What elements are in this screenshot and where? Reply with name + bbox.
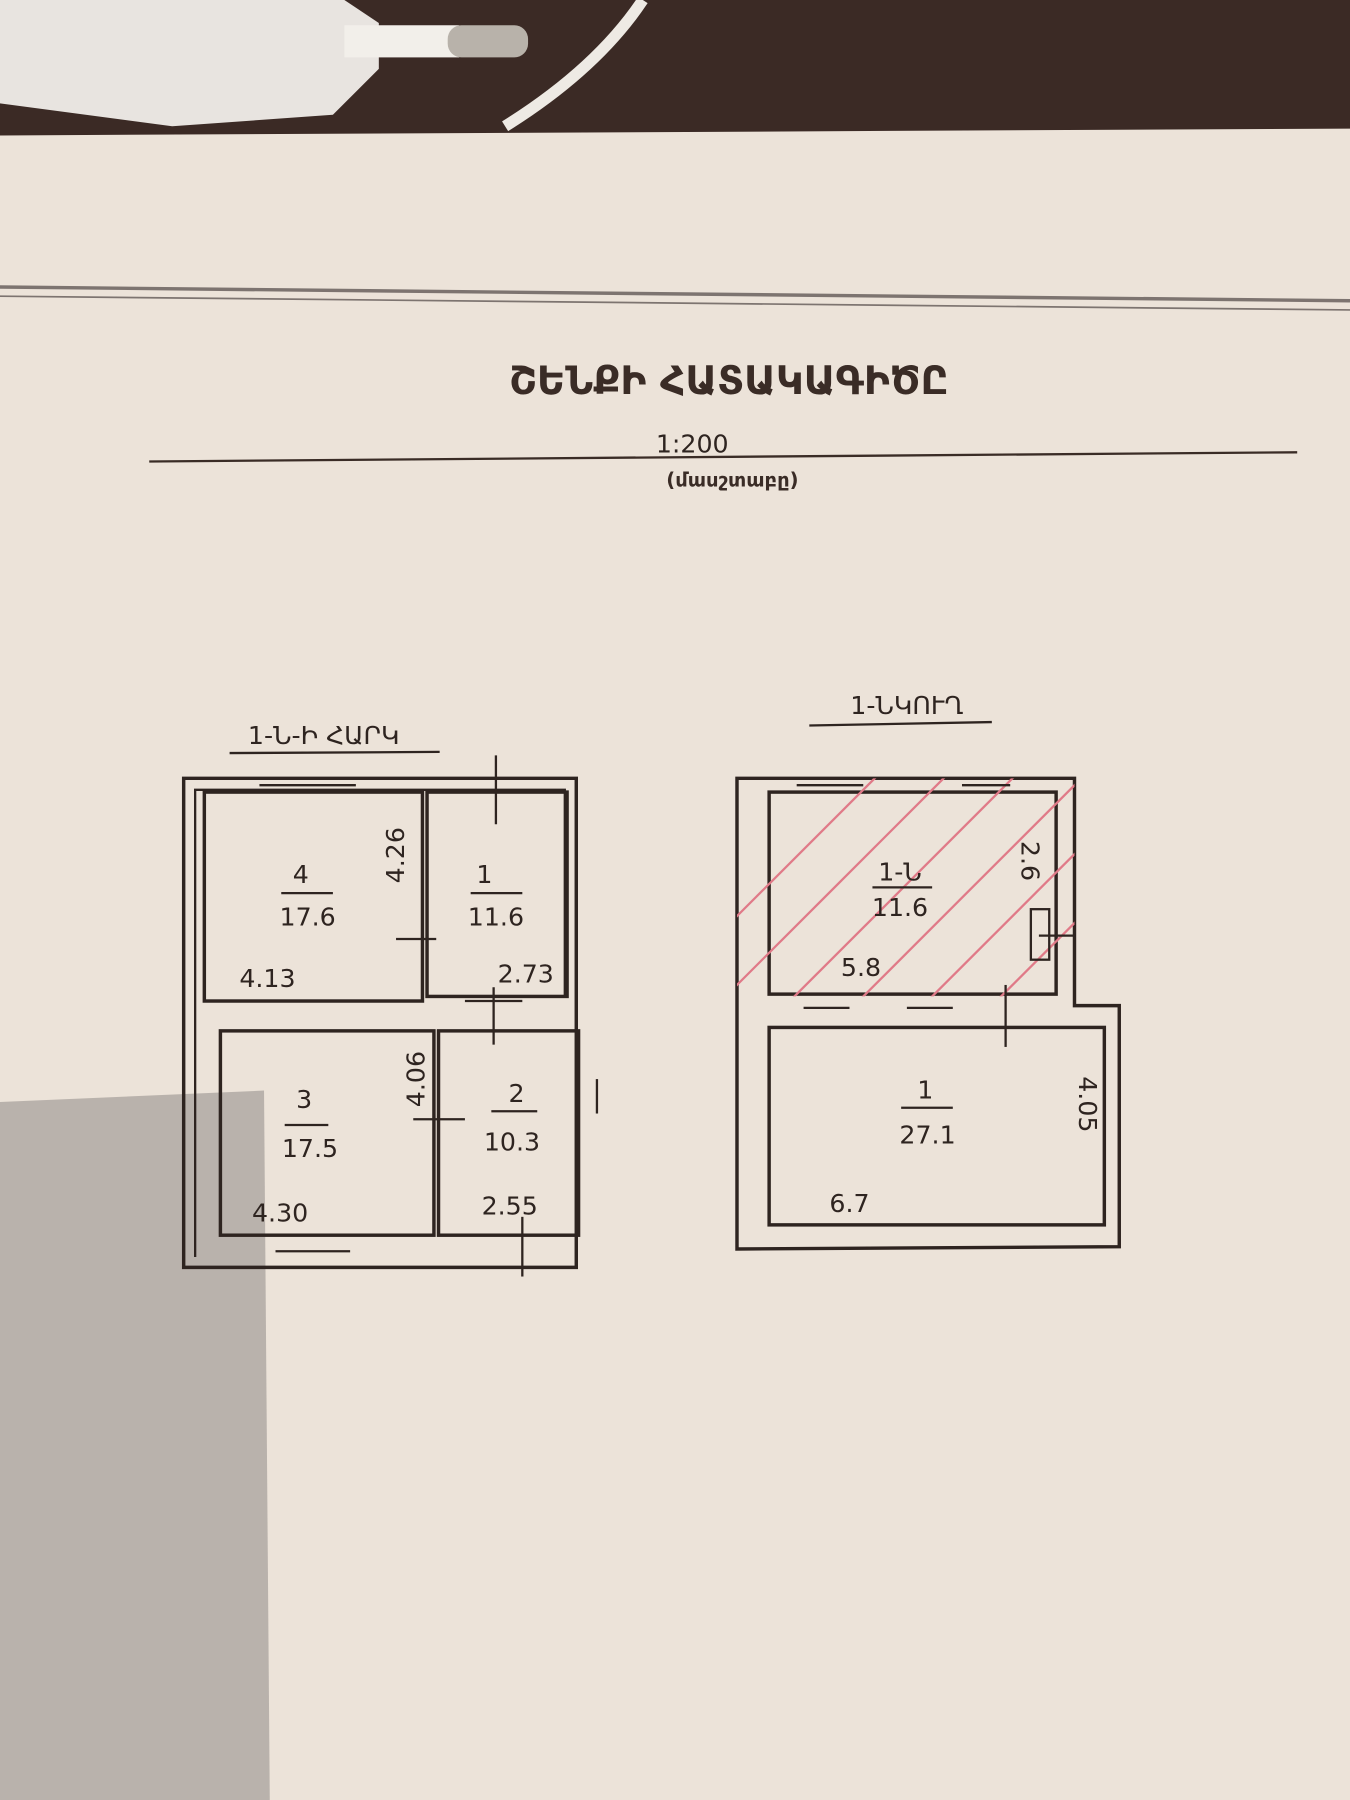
hatch-pattern [736,778,1075,997]
dimension-label: 4.30 [252,1198,308,1227]
dimension-label: 2.55 [482,1192,538,1221]
plan-label: 1-ՆԿՈՒՂ [850,691,963,720]
room-number: 3 [296,1085,312,1114]
scale-line [149,451,1298,463]
room-area: 10.3 [484,1127,540,1156]
dimension-label: 5.8 [841,953,881,982]
dimension-label: 2.6 [1016,841,1045,881]
room-number: 1 [476,860,492,889]
paper-sheet [0,128,1350,1800]
shadow [0,1090,270,1800]
room-area: 11.6 [468,902,524,931]
charger-icon [0,0,648,132]
plan-first-floor: 1-Ն-Ի ՀԱՐԿ 4 17.6 1 11.6 3 17.5 2 10.3 4… [181,721,599,1277]
room-area: 17.5 [282,1134,338,1163]
dimension-label: 4.05 [1073,1076,1102,1132]
dimension-label: 2.73 [498,960,554,989]
plan-basement: 1-ՆԿՈՒՂ 1-Ն 11.6 1 27.1 2.6 5.8 4.05 6.7 [735,691,1121,1251]
border-line [0,285,1350,303]
dimension-label: 4.13 [239,964,295,993]
dimension-label: 4.06 [402,1051,431,1107]
document-title: ՇԵՆՔԻ ՀԱՏԱԿԱԳԻԾԸ [509,359,948,404]
room-area: 27.1 [899,1120,955,1149]
room-area: 17.6 [280,902,336,931]
room-area: 11.6 [872,893,928,922]
dimension-label: 6.7 [829,1189,869,1218]
room-number: 1-Ն [878,857,922,886]
room-number: 2 [509,1079,525,1108]
dimension-label: 4.26 [381,827,410,883]
plan-label: 1-Ն-Ի ՀԱՐԿ [248,721,400,750]
scale-caption: (մասշտաբը) [666,469,798,492]
room-number: 1 [917,1076,933,1105]
scale-value: 1:200 [656,429,729,458]
room-number: 4 [293,860,309,889]
